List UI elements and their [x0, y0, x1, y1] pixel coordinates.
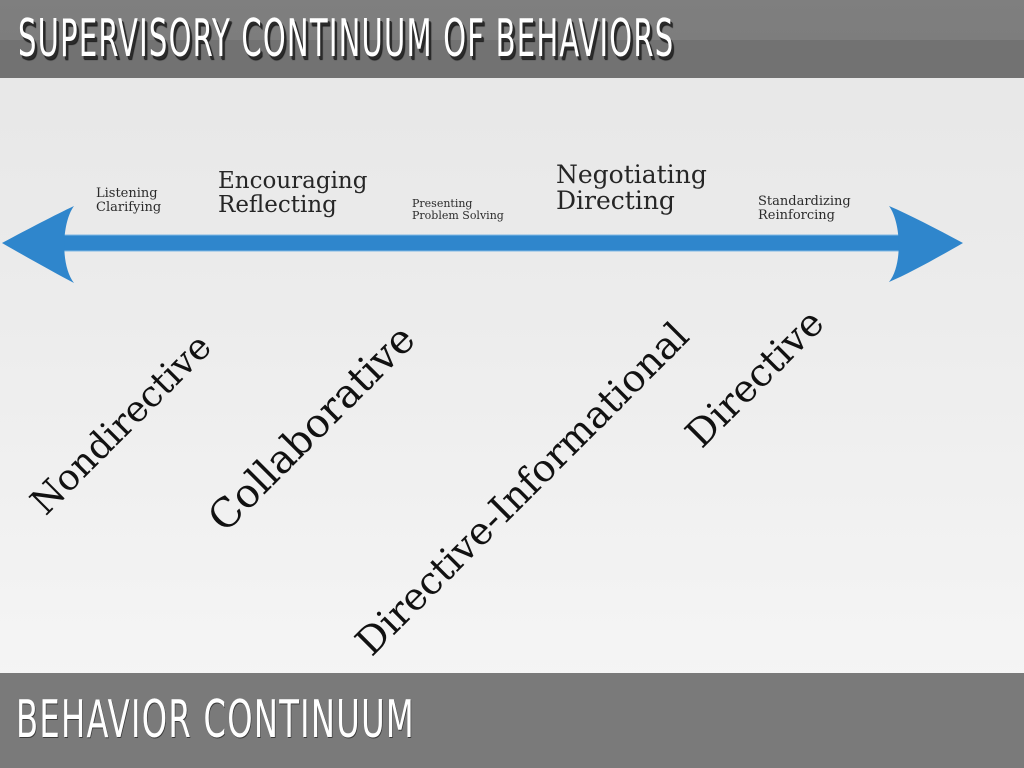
behavior-label-3: Presenting Problem Solving	[412, 198, 504, 221]
behavior-line: Reflecting	[218, 192, 337, 219]
behavior-label-2: Encouraging Reflecting	[218, 169, 367, 217]
behavior-line: Presenting	[412, 197, 473, 210]
slide-subtitle: BEHAVIOR CONTINUUM	[16, 690, 415, 750]
slide-title: SUPERVISORY CONTINUUM OF BEHAVIORS	[18, 9, 675, 69]
behavior-line: Directing	[556, 186, 675, 216]
behavior-line: Problem Solving	[412, 208, 504, 222]
behavior-line: Reinforcing	[758, 207, 835, 223]
behavior-label-1: Listening Clarifying	[96, 187, 161, 214]
behavior-line: Negotiating	[556, 160, 707, 189]
subtitle-bar: BEHAVIOR CONTINUUM	[0, 673, 1024, 768]
behavior-label-5: Standardizing Reinforcing	[758, 195, 851, 222]
title-bar: SUPERVISORY CONTINUUM OF BEHAVIORS	[0, 0, 1024, 78]
behavior-line: Clarifying	[96, 199, 162, 215]
behavior-line: Listening	[96, 186, 158, 201]
behavior-label-4: Negotiating Directing	[556, 160, 707, 216]
behavior-line: Encouraging	[218, 168, 368, 194]
behavior-line: Standardizing	[758, 194, 851, 209]
